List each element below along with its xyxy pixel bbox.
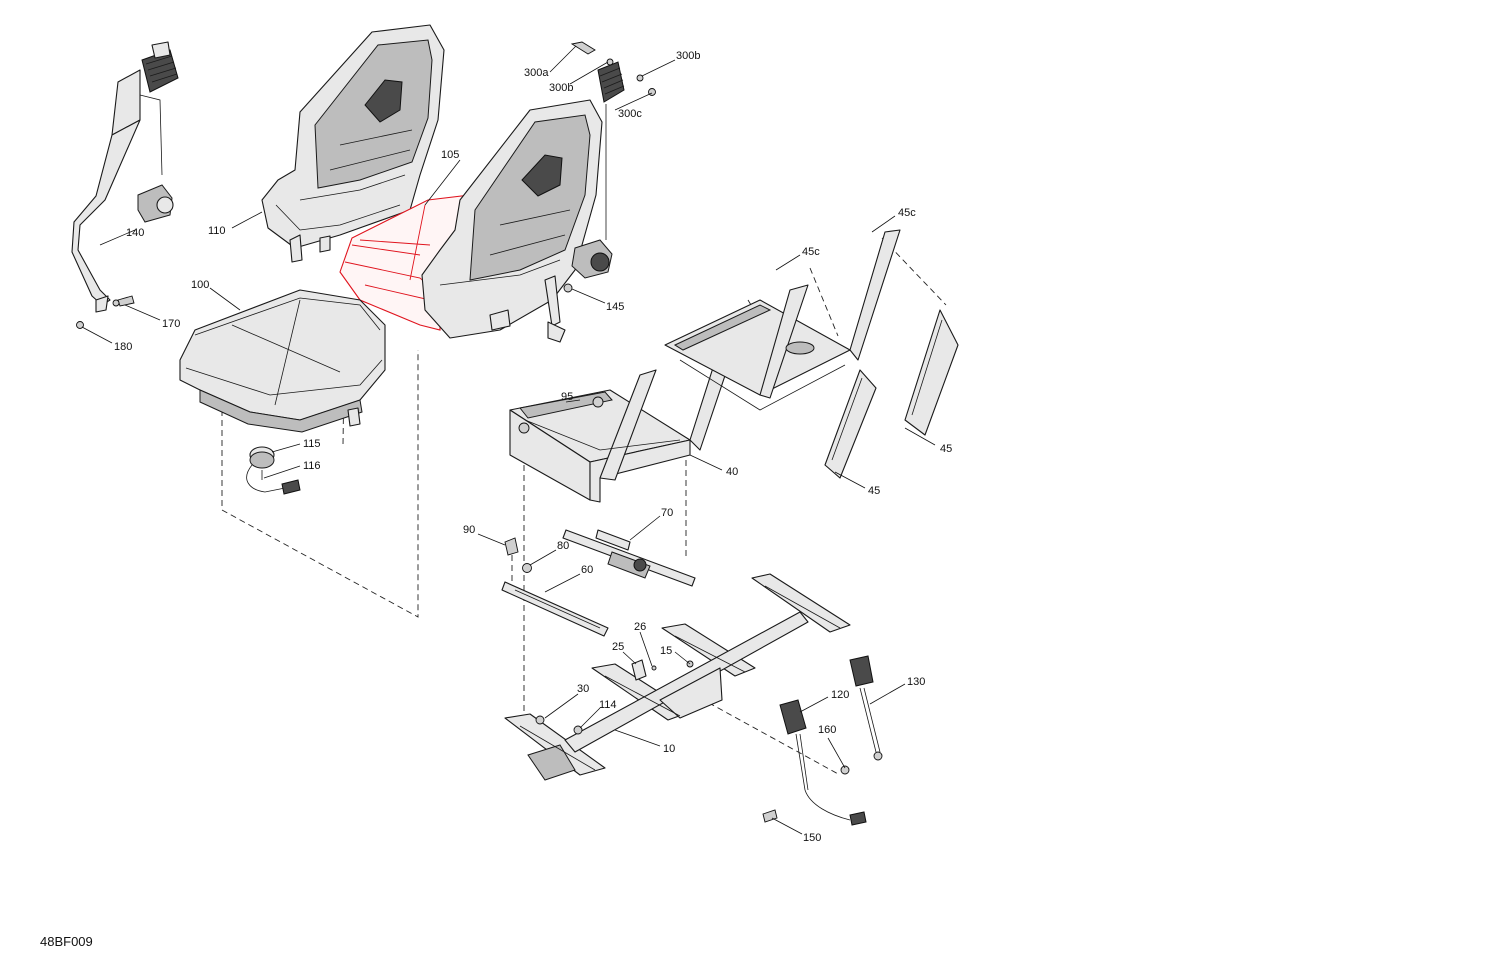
callout-60: 60 bbox=[581, 564, 593, 576]
callout-80: 80 bbox=[557, 540, 569, 552]
seat-frame-40 bbox=[509, 324, 743, 503]
callout-95: 95 bbox=[561, 391, 573, 403]
seat-backrest-right bbox=[421, 99, 603, 343]
seat-belt-retractor-145 bbox=[563, 239, 613, 293]
seat-backrest-110 bbox=[261, 24, 445, 263]
base-frame-10 bbox=[504, 573, 851, 781]
callout-140: 140 bbox=[126, 227, 144, 239]
occupancy-sensor-115-116 bbox=[246, 446, 301, 495]
hardware-bolts-170-180 bbox=[76, 295, 135, 329]
callout-300c: 300c bbox=[618, 108, 642, 120]
callout-180: 180 bbox=[114, 341, 132, 353]
callout-labels: 10 15 25 26 30 40 45 45 45c 45c 60 70 80… bbox=[114, 50, 952, 844]
callout-100: 100 bbox=[191, 279, 209, 291]
callout-105: 105 bbox=[441, 149, 459, 161]
callout-15: 15 bbox=[660, 645, 672, 657]
callout-300b-left: 300b bbox=[549, 82, 573, 94]
callout-110: 110 bbox=[208, 225, 226, 237]
callout-120: 120 bbox=[831, 689, 849, 701]
callout-45-front: 45 bbox=[868, 485, 880, 497]
hardware-80-90 bbox=[504, 537, 532, 573]
callout-45c-front: 45c bbox=[802, 246, 820, 258]
callout-30: 30 bbox=[577, 683, 589, 695]
slide-rail-70 bbox=[562, 529, 696, 587]
seat-cushion-100 bbox=[179, 289, 386, 433]
callout-26: 26 bbox=[634, 621, 646, 633]
callout-300a: 300a bbox=[524, 67, 549, 79]
callout-116: 116 bbox=[303, 460, 321, 472]
callout-90: 90 bbox=[463, 524, 475, 536]
callout-300b-right: 300b bbox=[676, 50, 700, 62]
callout-45c-rear: 45c bbox=[898, 207, 916, 219]
callout-leader-lines bbox=[81, 45, 936, 835]
callout-150: 150 bbox=[803, 832, 821, 844]
buckle-120 bbox=[779, 699, 867, 826]
callout-114: 114 bbox=[599, 699, 617, 711]
seat-belt-retractor-140 bbox=[71, 41, 179, 313]
callout-10: 10 bbox=[663, 743, 675, 755]
callout-170: 170 bbox=[162, 318, 180, 330]
seat-belt-upper-300 bbox=[570, 41, 656, 240]
seat-frame-upper-rear bbox=[664, 229, 901, 411]
callout-40: 40 bbox=[726, 466, 738, 478]
callout-130: 130 bbox=[907, 676, 925, 688]
buckle-130 bbox=[849, 655, 883, 761]
bracket-25-26 bbox=[631, 659, 657, 681]
slide-rail-60 bbox=[501, 581, 609, 637]
side-panel-45-rear bbox=[904, 309, 959, 436]
callout-115: 115 bbox=[303, 438, 321, 450]
callout-45-rear: 45 bbox=[940, 443, 952, 455]
callout-70: 70 bbox=[661, 507, 673, 519]
diagram-reference-code: 48BF009 bbox=[40, 934, 93, 949]
side-panel-45-front bbox=[824, 369, 877, 479]
callout-160: 160 bbox=[818, 724, 836, 736]
callout-25: 25 bbox=[612, 641, 624, 653]
callout-145: 145 bbox=[606, 301, 624, 313]
